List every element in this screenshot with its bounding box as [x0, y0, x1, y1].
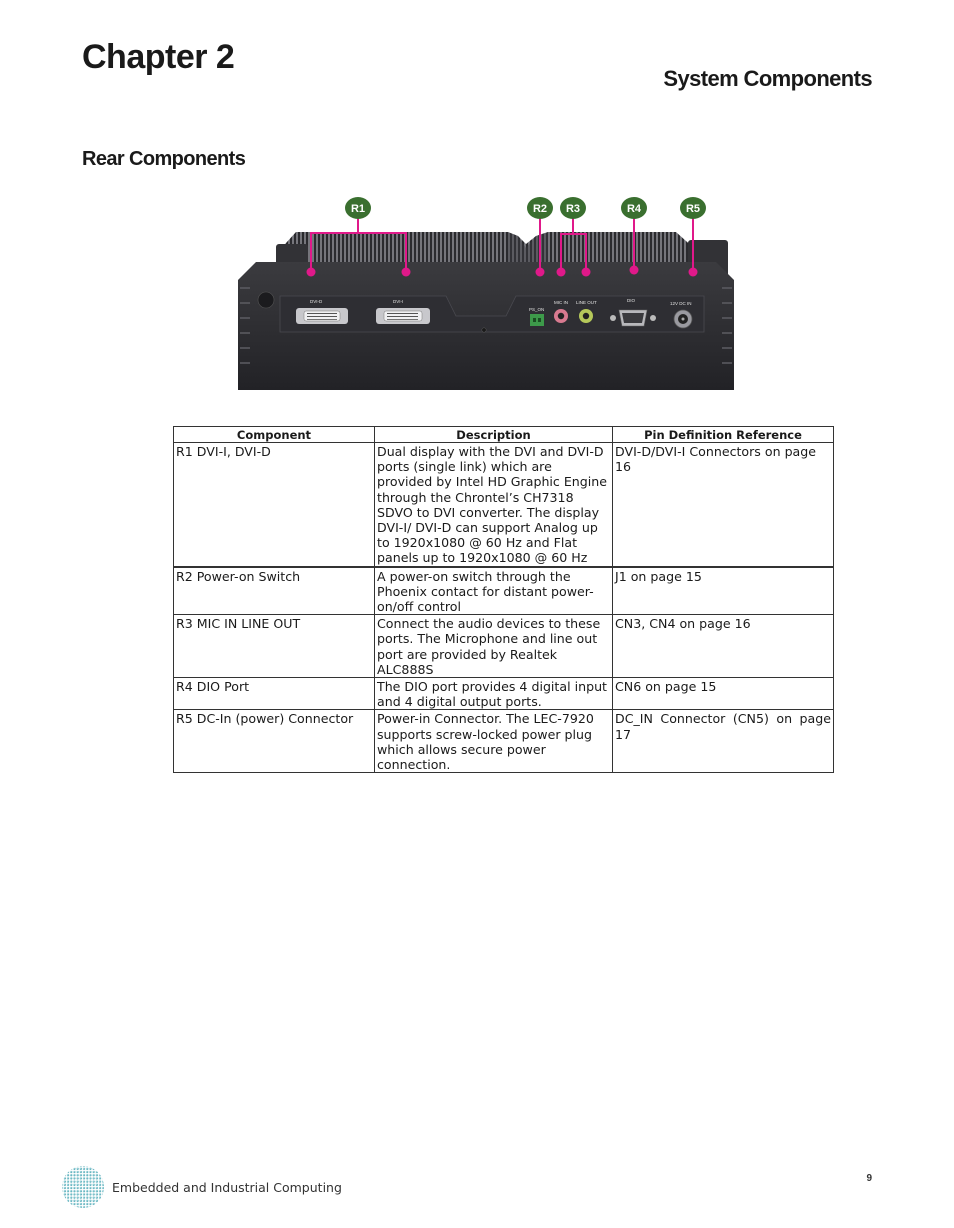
callout-r4: R4: [621, 197, 647, 219]
table-row: R2 Power-on Switch A power-on switch thr…: [173, 565, 834, 616]
dio-label: DIO: [627, 298, 636, 303]
component-cell: R5 DC-In (power) Connector: [173, 709, 375, 774]
description-cell: Dual display with the DVI and DVI-D port…: [374, 441, 613, 568]
dc-in-jack: [673, 309, 693, 329]
svg-text:R2: R2: [533, 203, 547, 215]
ground-screw: [257, 291, 275, 309]
page-number: 9: [866, 1173, 872, 1184]
component-cell: R2 Power-on Switch: [173, 565, 375, 616]
rear-components-table: Component Description Pin Definition Ref…: [173, 426, 834, 774]
callout-r3: R3: [560, 197, 586, 219]
footer-text: Embedded and Industrial Computing: [112, 1180, 342, 1195]
reference-cell: J1 on page 15: [612, 565, 834, 616]
power-switch-connector: [530, 314, 544, 326]
mic-in-jack: [554, 309, 568, 323]
table-row: R3 MIC IN LINE OUT Connect the audio dev…: [173, 614, 834, 679]
callout-r1: R1: [345, 197, 371, 219]
table-row: R5 DC-In (power) Connector Power-in Conn…: [173, 709, 834, 774]
component-cell: R3 MIC IN LINE OUT: [173, 614, 375, 679]
chapter-heading: Chapter 2: [82, 38, 235, 76]
svg-text:R4: R4: [627, 203, 642, 215]
component-cell: R4 DIO Port: [173, 677, 375, 711]
description-cell: Connect the audio devices to these ports…: [374, 614, 613, 679]
company-logo: [62, 1166, 104, 1208]
component-cell: R1 DVI-I, DVI-D: [173, 441, 375, 568]
table-header-row: Component Description Pin Definition Ref…: [173, 426, 834, 443]
line-out-jack: [579, 309, 593, 323]
dio-port: [610, 309, 656, 327]
reference-cell: DC_IN Connector (CN5) on page 17: [612, 709, 834, 774]
reference-cell: DVI-D/DVI-I Connectors on page 16: [612, 441, 834, 568]
dvi-i-label: DVI-I: [393, 299, 403, 304]
dvi-d-port: [296, 308, 348, 324]
section-title: System Components: [663, 66, 872, 91]
table-row: R4 DIO Port The DIO port provides 4 digi…: [173, 677, 834, 711]
description-cell: Power-in Connector. The LEC-7920 support…: [374, 709, 613, 774]
svg-text:R5: R5: [686, 203, 700, 215]
callout-markers: [306, 265, 698, 277]
subsection-title: Rear Components: [82, 148, 246, 170]
header-pin-reference: Pin Definition Reference: [612, 426, 834, 443]
ps-on-label: PS_ON: [529, 307, 544, 312]
reference-cell: CN3, CN4 on page 16: [612, 614, 834, 679]
dvi-d-label: DVI-D: [310, 299, 323, 304]
rear-panel-illustration: DVI-D DVI-I PS_ON MIC IN LINE OUT: [238, 197, 734, 390]
table-row: R1 DVI-I, DVI-D Dual display with the DV…: [173, 441, 834, 568]
header-component: Component: [173, 426, 375, 443]
rear-panel-figure: DVI-D DVI-I PS_ON MIC IN LINE OUT: [236, 192, 736, 392]
mic-in-label: MIC IN: [554, 300, 568, 305]
callout-leaders: [310, 218, 694, 272]
dc-in-label: 12V DC IN: [670, 301, 692, 306]
header-description: Description: [374, 426, 613, 443]
dvi-i-port: [376, 308, 430, 324]
callout-r2: R2: [527, 197, 553, 219]
svg-text:R3: R3: [566, 203, 580, 215]
description-cell: A power-on switch through the Phoenix co…: [374, 565, 613, 616]
svg-text:R1: R1: [351, 203, 365, 215]
description-cell: The DIO port provides 4 digital input an…: [374, 677, 613, 711]
line-out-label: LINE OUT: [576, 300, 597, 305]
reference-cell: CN6 on page 15: [612, 677, 834, 711]
callout-r5: R5: [680, 197, 706, 219]
